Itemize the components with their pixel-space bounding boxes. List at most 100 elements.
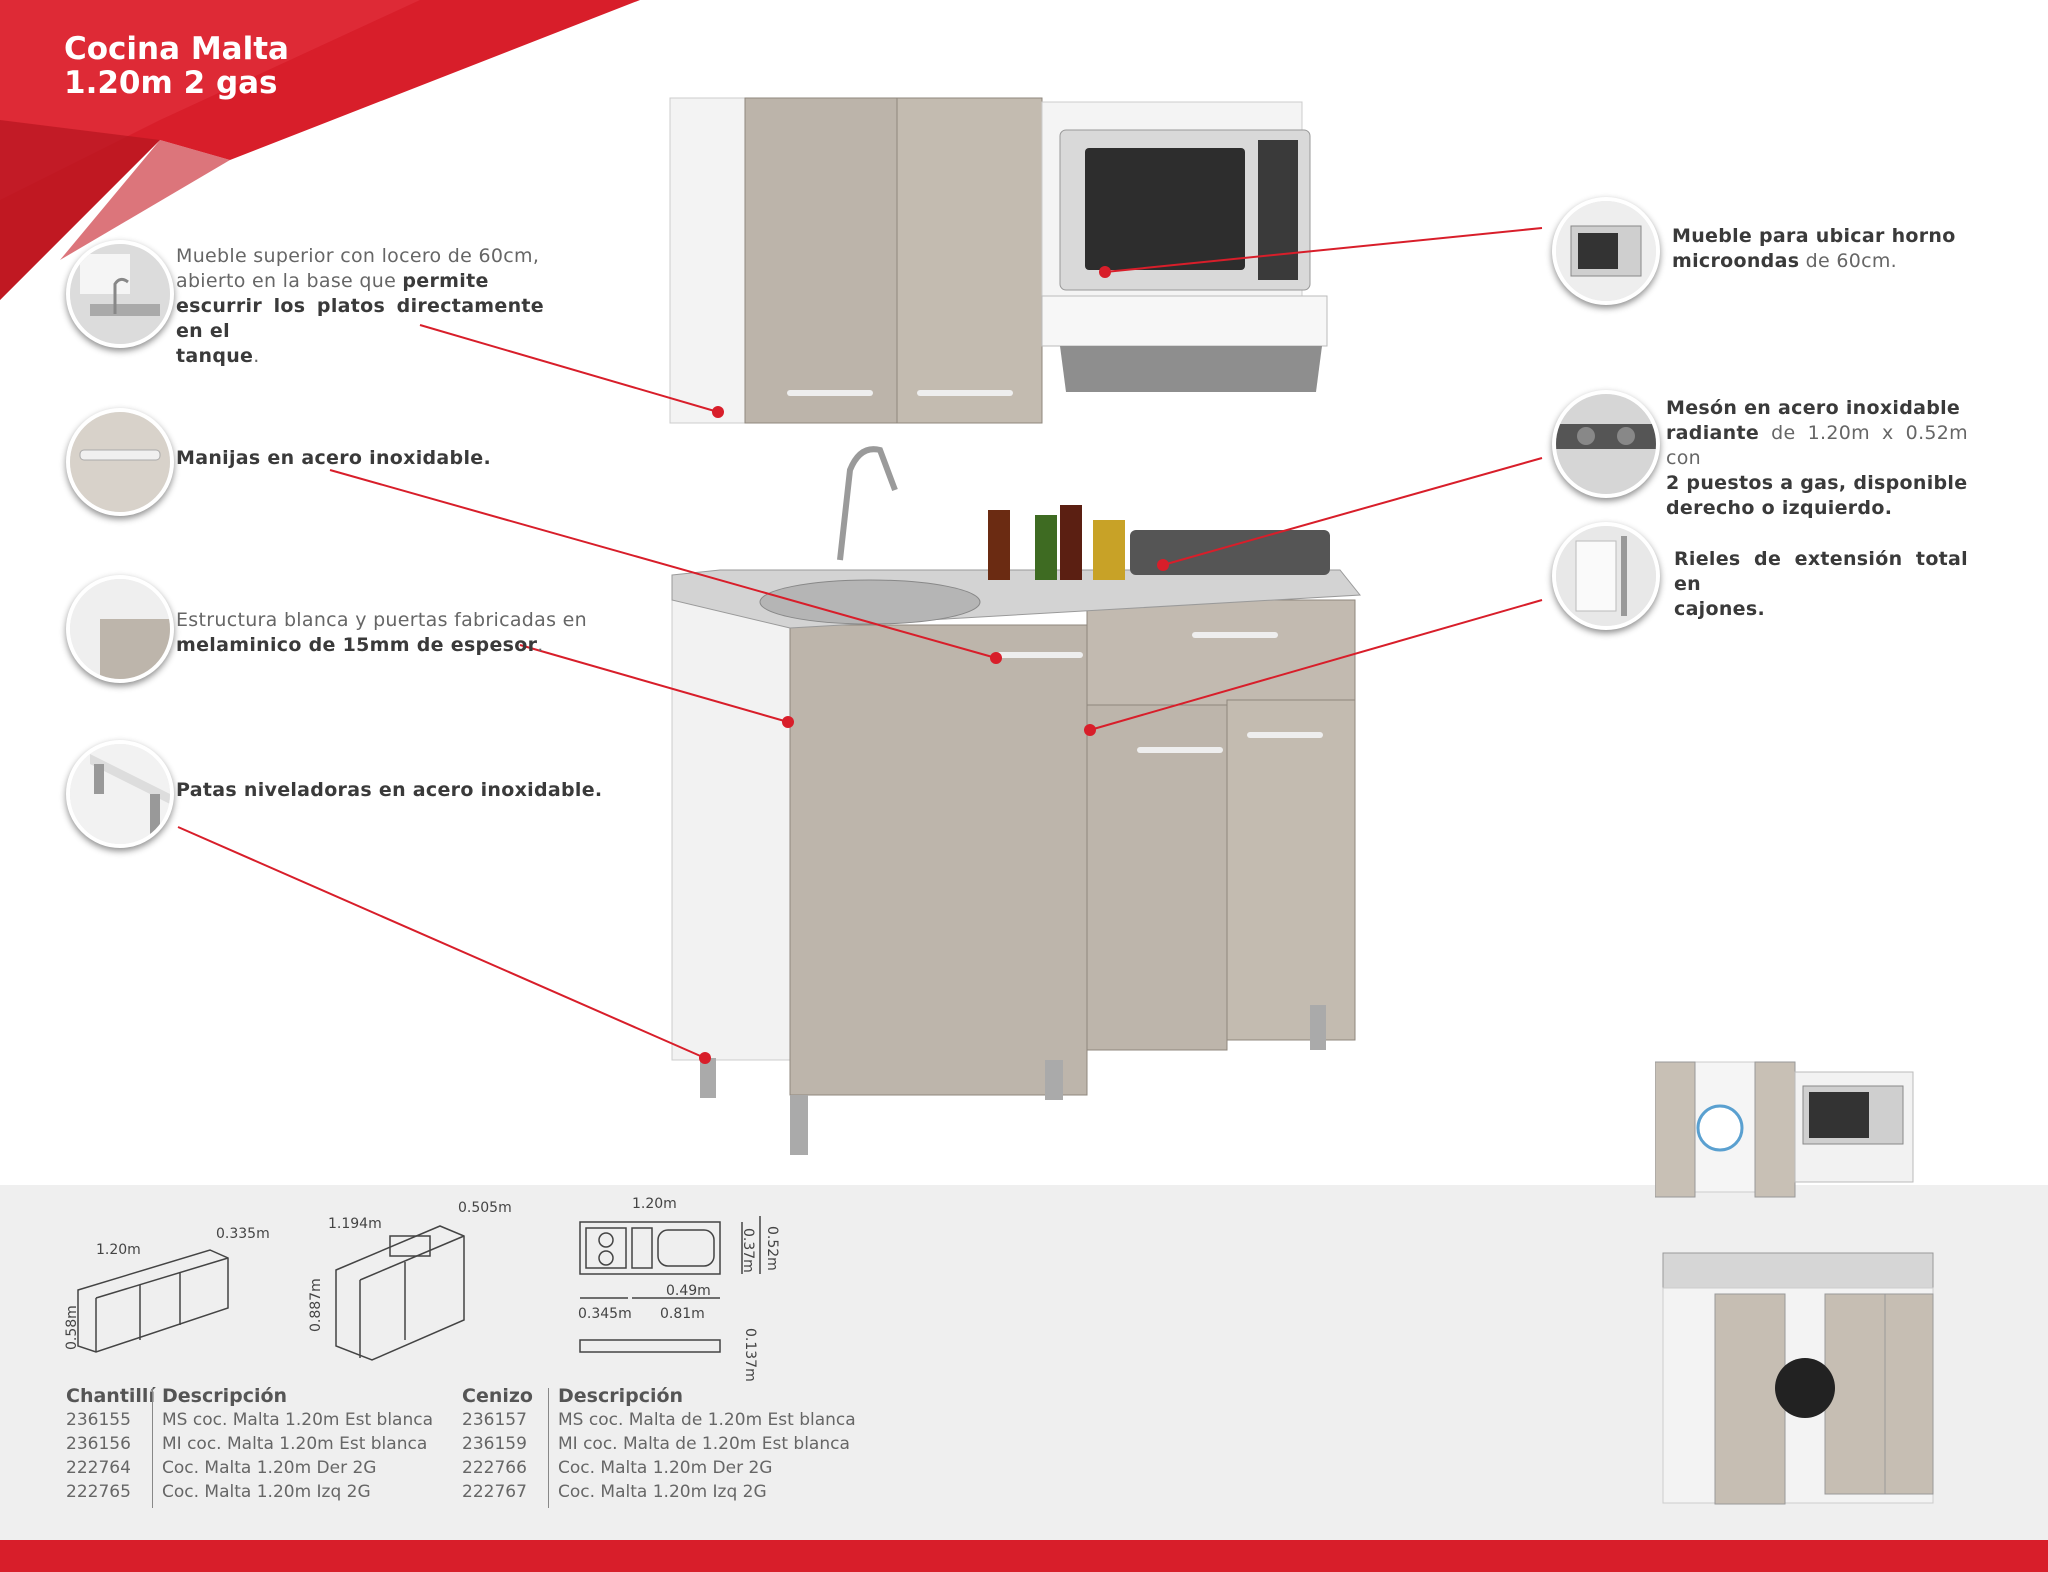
feature-structure-line-2-bold: melaminico de 15mm de espesor (176, 634, 538, 656)
feature-upper-line-4-bold: tanque (176, 345, 254, 367)
table-chantilli-desc-header: Descripción (162, 1385, 288, 1407)
marker-structure (782, 716, 794, 728)
leader-legs (177, 826, 706, 1059)
table-row-code: 222767 (462, 1482, 527, 1502)
leader-rails (1089, 599, 1543, 731)
header-banner (0, 0, 640, 300)
cabinet-dish-rack-thumb-icon (66, 240, 174, 348)
table-chantilli-code-header: Chantillí (66, 1385, 155, 1407)
feature-microwave-line-2-bold: microondas (1672, 250, 1800, 272)
marker-rails (1084, 724, 1096, 736)
feature-countertop-line-2: radiante de 1.20m x 0.52m con (1666, 421, 1968, 471)
feature-structure-line-2: melaminico de 15mm de espesor. (176, 633, 618, 658)
marker-legs (699, 1052, 711, 1064)
feature-rails-line-2-bold: cajones. (1674, 598, 1765, 620)
feature-rails: Rieles de extensión total en cajones. (1674, 547, 1968, 622)
table-row-desc: Coc. Malta 1.20m Izq 2G (162, 1482, 371, 1502)
table-row-code: 222764 (66, 1458, 131, 1478)
feature-rails-line-2: cajones. (1674, 597, 1968, 622)
microwave-thumb-icon (1552, 197, 1660, 305)
stove-thumb-icon (1552, 390, 1660, 498)
feature-rails-line-1-bold: Rieles de extensión total en (1674, 548, 1968, 595)
feature-upper-line-3-bold: escurrir los platos directamente en el (176, 295, 544, 342)
table-row-code: 236156 (66, 1434, 131, 1454)
dim-upper-depth: 0.335m (216, 1226, 270, 1242)
feature-upper-line-1: Mueble superior con locero de 60cm, (176, 245, 540, 267)
table-cenizo-code-header: Cenizo (462, 1385, 533, 1407)
footer-bar (0, 1540, 2048, 1572)
dim-lower-depth: 0.505m (458, 1200, 512, 1216)
upper-cabinet-drawing (77, 1249, 229, 1353)
feature-countertop: Mesón en acero inoxidable radiante de 1.… (1666, 396, 1968, 521)
feature-countertop-line-3-bold: 2 puestos a gas, disponible (1666, 472, 1968, 494)
table-row-code: 222766 (462, 1458, 527, 1478)
technical-drawings (77, 1216, 761, 1361)
feature-upper-line-4: tanque. (176, 344, 544, 369)
dim-upper-height: 0.58m (64, 1305, 80, 1350)
feature-legs-text: Patas niveladoras en acero inoxidable. (176, 779, 603, 801)
feature-microwave-line-2-tail: de 60cm. (1799, 250, 1898, 272)
feature-countertop-line-2-tail: de 1.20m x 0.52m con (1666, 422, 1968, 469)
dim-lower-height: 0.887m (308, 1278, 324, 1332)
table-cenizo: Cenizo Descripción 236157 MS coc. Malta … (462, 1384, 882, 1514)
feature-upper-cabinet: Mueble superior con locero de 60cm, abie… (176, 244, 544, 369)
feature-microwave: Mueble para ubicar horno microondas de 6… (1672, 224, 1968, 274)
title-line-2: 1.20m 2 gas (64, 65, 278, 101)
table-row-code: 236159 (462, 1434, 527, 1454)
page-title: Cocina Malta 1.20m 2 gas (64, 32, 289, 100)
table-row-desc: MS coc. Malta 1.20m Est blanca (162, 1410, 434, 1430)
leader-microwave (1104, 227, 1543, 273)
feature-countertop-line-3: 2 puestos a gas, disponible (1666, 471, 1968, 496)
feature-upper-line-2-bold: permite (402, 270, 489, 292)
feature-handles-text: Manijas en acero inoxidable. (176, 447, 491, 469)
feature-rails-line-1: Rieles de extensión total en (1674, 547, 1968, 597)
leader-upper-cabinet (419, 324, 719, 413)
feature-microwave-line-1-bold: Mueble para ubicar horno (1672, 225, 1956, 247)
dim-countertop-thickness: 0.137m (742, 1328, 758, 1382)
feature-upper-line-2-text: abierto en la base que (176, 270, 403, 292)
open-kitchen-photo (1655, 1061, 1934, 1505)
feature-countertop-line-2-bold: radiante (1666, 422, 1760, 444)
table-row-desc: MI coc. Malta de 1.20m Est blanca (558, 1434, 850, 1454)
feature-legs: Patas niveladoras en acero inoxidable. (176, 778, 602, 803)
feature-upper-line-2: abierto en la base que permite (176, 269, 544, 294)
feature-microwave-line-1: Mueble para ubicar horno (1672, 224, 1968, 249)
leader-structure (519, 644, 789, 723)
feature-upper-line-4-text: . (253, 345, 260, 367)
table-row-desc: MS coc. Malta de 1.20m Est blanca (558, 1410, 856, 1430)
countertop-drawing (579, 1216, 761, 1353)
dim-countertop-sink-depth: 0.37m (740, 1228, 756, 1273)
table-row-code: 236157 (462, 1410, 527, 1430)
dim-countertop-width: 1.20m (632, 1196, 677, 1212)
feature-countertop-line-1: Mesón en acero inoxidable (1666, 396, 1968, 421)
marker-upper-cabinet (712, 406, 724, 418)
feature-countertop-line-4: derecho o izquierdo. (1666, 496, 1968, 521)
leader-handles (329, 469, 997, 659)
title-line-1: Cocina Malta (64, 31, 289, 67)
marker-microwave (1099, 266, 1111, 278)
table-cenizo-separator (548, 1388, 549, 1508)
dim-countertop-sink-width: 0.49m (666, 1283, 711, 1299)
dim-upper-width: 1.20m (96, 1242, 141, 1258)
product-illustration (177, 97, 1543, 1155)
microwave-cabinet (1041, 101, 1328, 392)
marker-countertop (1157, 559, 1169, 571)
table-row-code: 222765 (66, 1482, 131, 1502)
feature-countertop-line-4-bold: derecho o izquierdo. (1666, 497, 1893, 519)
handle-thumb-icon (66, 408, 174, 516)
dim-countertop-basin-width: 0.81m (660, 1306, 705, 1322)
table-chantilli-separator (152, 1388, 153, 1508)
table-row-code: 236155 (66, 1410, 131, 1430)
upper-cabinet (669, 97, 1043, 424)
feature-countertop-line-1-bold: Mesón en acero inoxidable (1666, 397, 1961, 419)
lower-cabinet-drawing (335, 1225, 465, 1361)
feature-microwave-line-2: microondas de 60cm. (1672, 249, 1968, 274)
lower-cabinet (671, 446, 1361, 1155)
dim-countertop-burner-width: 0.345m (578, 1306, 632, 1322)
table-chantilli: Chantillí Descripción 236155 MS coc. Mal… (66, 1384, 446, 1514)
table-row-desc: Coc. Malta 1.20m Der 2G (162, 1458, 377, 1478)
drawer-rail-thumb-icon (1552, 522, 1660, 630)
feature-structure: Estructura blanca y puertas fabricadas e… (176, 608, 618, 658)
table-row-desc: MI coc. Malta 1.20m Est blanca (162, 1434, 428, 1454)
feature-structure-line-2-tail: . (537, 634, 544, 656)
